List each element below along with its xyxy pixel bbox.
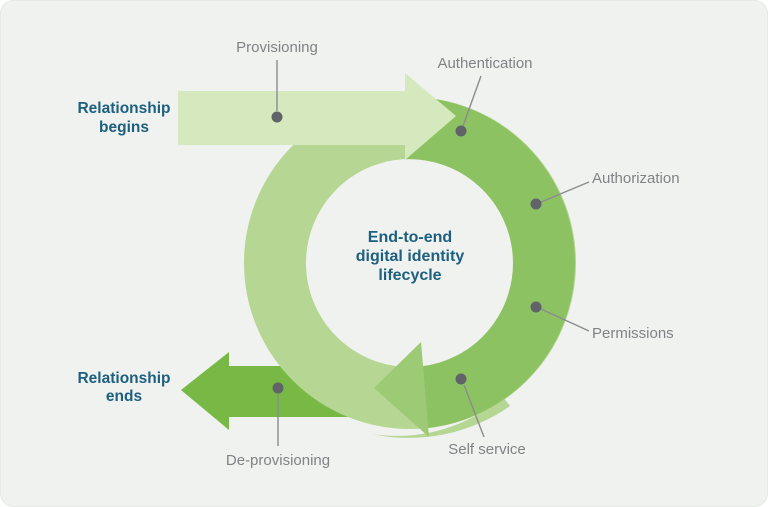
center-title-line2: digital identity bbox=[356, 248, 465, 265]
authentication-dot bbox=[455, 125, 467, 137]
self-service-label: Self service bbox=[448, 441, 526, 458]
relationship-begins-label: Relationship begins bbox=[77, 100, 170, 136]
permissions-dot bbox=[530, 301, 542, 313]
relationship-begins-line2: begins bbox=[99, 119, 149, 136]
provisioning-label: Provisioning bbox=[236, 39, 318, 56]
center-title-line1: End-to-end bbox=[368, 229, 452, 246]
center-title-line3: lifecycle bbox=[378, 267, 441, 284]
authorization-label: Authorization bbox=[592, 170, 680, 187]
relationship-ends-line2: ends bbox=[106, 388, 142, 405]
relationship-begins-line1: Relationship bbox=[77, 100, 170, 117]
deprovisioning-dot bbox=[272, 382, 284, 394]
provisioning-dot bbox=[271, 111, 283, 123]
permissions-label: Permissions bbox=[592, 325, 674, 342]
center-title: End-to-end digital identity lifecycle bbox=[356, 229, 465, 284]
authorization-connector bbox=[540, 181, 590, 203]
relationship-ends-line1: Relationship bbox=[77, 370, 170, 387]
ring-arrowhead-icon bbox=[374, 342, 429, 437]
authentication-connector bbox=[462, 75, 482, 127]
relationship-ends-label: Relationship ends bbox=[77, 370, 170, 405]
authentication-label: Authentication bbox=[437, 55, 532, 72]
ring-flow-arc bbox=[404, 97, 575, 429]
permissions-connector bbox=[540, 308, 590, 332]
self-service-connector bbox=[463, 384, 485, 438]
deprovisioning-label: De-provisioning bbox=[226, 452, 330, 469]
ring-light-tail bbox=[372, 397, 510, 438]
relationship-begins-arrow bbox=[178, 73, 456, 160]
authorization-dot bbox=[530, 198, 542, 210]
self-service-dot bbox=[455, 373, 467, 385]
